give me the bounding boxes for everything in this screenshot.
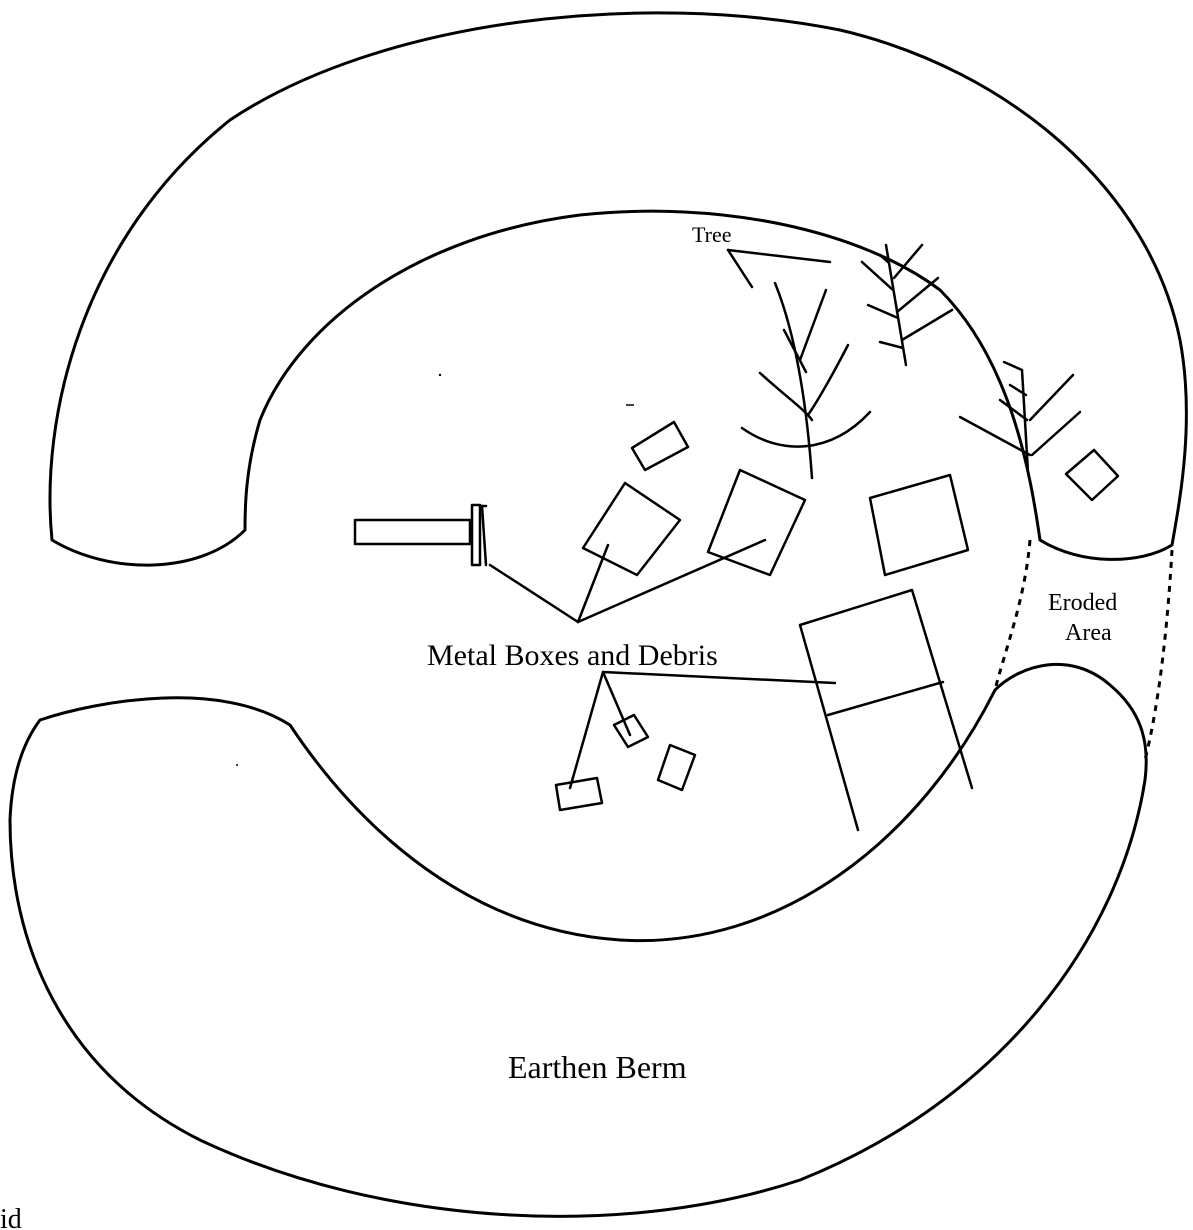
tree-3 — [958, 360, 1082, 474]
scan-speck-2 — [236, 764, 238, 766]
upper-berm-outline — [48, 11, 1188, 567]
tree-leaders — [726, 248, 832, 289]
tree-1 — [740, 281, 872, 480]
box-tiny-2 — [656, 743, 697, 792]
eroded-label-line2: Area — [1065, 620, 1112, 646]
pipe-debris — [353, 503, 488, 567]
box-small-top — [630, 420, 690, 472]
berm-label: Earthen Berm — [508, 1049, 687, 1085]
box-medium-1 — [581, 481, 682, 577]
box-diamond — [1064, 448, 1120, 502]
box-square — [868, 473, 970, 577]
eroded-edge-left — [993, 539, 1032, 691]
corner-fragment-text: id — [0, 1204, 22, 1230]
eroded-label-line1: Eroded — [1048, 590, 1117, 616]
metal-boxes-leaders — [488, 538, 837, 790]
tree-label: Tree — [692, 222, 732, 247]
ladder-debris — [798, 588, 974, 832]
box-medium-2 — [706, 468, 807, 577]
box-tiny-1 — [612, 713, 650, 749]
lower-berm-outline — [8, 662, 1148, 1218]
scan-speck — [438, 373, 442, 377]
metal-boxes-label: Metal Boxes and Debris — [427, 639, 718, 672]
eroded-edge-right — [1143, 549, 1174, 761]
tree-2 — [860, 243, 954, 367]
box-tiny-3 — [554, 776, 604, 812]
metal-boxes — [554, 420, 1120, 812]
